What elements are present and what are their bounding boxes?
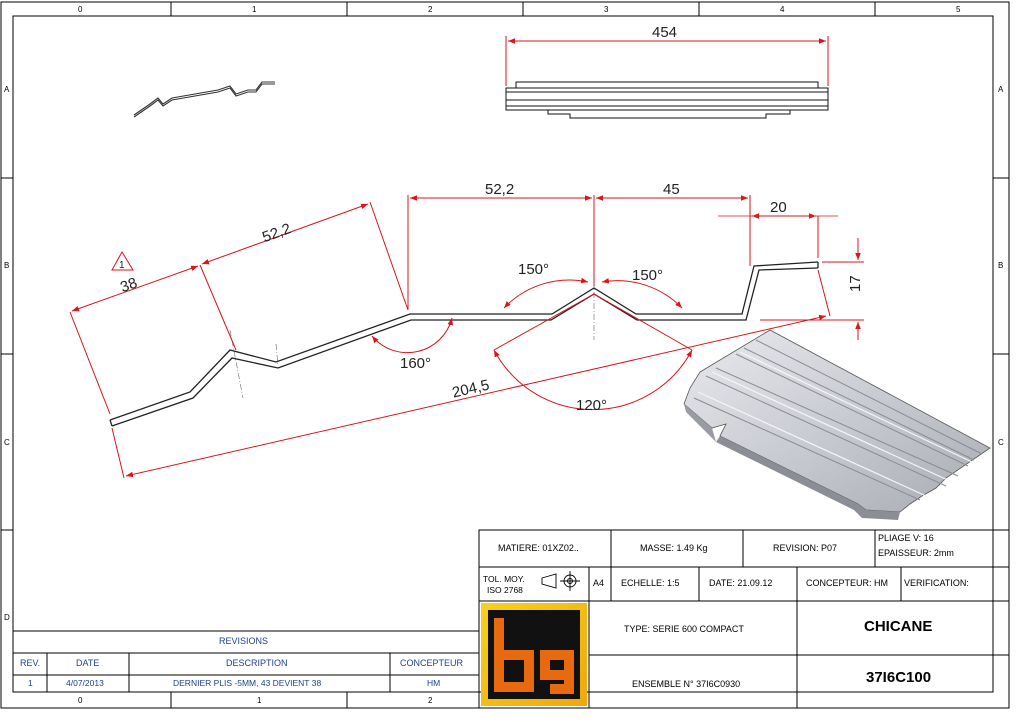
row-label-a-left: A [4, 85, 10, 94]
rev-row-designer: HM [427, 678, 441, 688]
col-label-3: 3 [604, 5, 609, 14]
bend-field: PLIAGE V: 16 [878, 533, 934, 543]
dim-52-2-left-label: 52,2 [260, 220, 293, 246]
revisions-title: REVISIONS [219, 636, 269, 646]
iso-label: ISO 2768 [487, 585, 523, 595]
col-label-2: 2 [428, 5, 433, 14]
centerlines [229, 270, 595, 399]
row-label-a-right: A [998, 85, 1004, 94]
row-label-c-left: C [4, 438, 10, 447]
bottom-col-label-1: 1 [257, 696, 262, 705]
angle-150-right-label: 150° [632, 267, 663, 284]
revision-field: REVISION: P07 [773, 543, 838, 553]
isometric-3d-view [683, 329, 991, 520]
row-label-b-left: B [4, 261, 9, 270]
tolerance-symbol [541, 571, 580, 591]
title-block-grid [478, 529, 1010, 709]
angle-160-label: 160° [400, 355, 431, 372]
dimension-lines [69, 195, 864, 479]
angle-150-left-label: 150° [518, 261, 549, 278]
date-field: DATE: 21.09.12 [709, 578, 773, 588]
col-label-0: 0 [78, 5, 83, 14]
thickness-field: EPAISSEUR: 2mm [878, 548, 954, 558]
format-label: A4 [593, 578, 605, 588]
dim-454 [505, 36, 829, 86]
col-label-5: 5 [956, 5, 961, 14]
verification-field: VERIFICATION: [904, 578, 969, 588]
part-name: CHICANE [864, 618, 933, 635]
mass-field: MASSE: 1.49 Kg [640, 543, 708, 553]
row-label-c-right: C [998, 438, 1004, 447]
rev-header-rev: REV. [20, 658, 41, 668]
bottom-col-label-0: 0 [78, 696, 83, 705]
dim-204-5-label: 204,5 [451, 377, 491, 402]
row-label-b-right: B [998, 261, 1003, 270]
type-field: TYPE: SERIE 600 COMPACT [624, 624, 744, 634]
dim-45-label: 45 [663, 181, 680, 198]
angle-120-label: 120° [576, 397, 607, 414]
rev-row-description: DERNIER PLIS -5MM, 43 DEVIENT 38 [173, 678, 322, 688]
bottom-col-label-2: 2 [428, 696, 433, 705]
revision-marker-number: 1 [119, 260, 125, 271]
tolerance-label: TOL. MOY. [483, 574, 525, 584]
dim-17-label: 17 [847, 275, 864, 292]
company-logo [481, 603, 587, 706]
part-code: 37I6C100 [866, 669, 932, 686]
rev-row-date: 4/07/2013 [66, 678, 104, 688]
col-label-1: 1 [252, 5, 257, 14]
rev-row-rev: 1 [28, 678, 33, 688]
rev-header-description: DESCRIPTION [226, 658, 288, 668]
dim-52-2-mid-label: 52,2 [485, 181, 514, 198]
top-view [505, 81, 829, 119]
assembly-field: ENSEMBLE N° 37I6C0930 [632, 679, 741, 689]
rev-header-date: DATE [76, 658, 100, 668]
designer-field: CONCEPTEUR: HM [806, 578, 889, 588]
dim-20-label: 20 [770, 199, 787, 216]
scale-field: ECHELLE: 1:5 [621, 578, 680, 588]
col-label-4: 4 [780, 5, 785, 14]
rev-header-designer: CONCEPTEUR [400, 658, 464, 668]
drawing-frame [0, 1, 1010, 709]
dim-38-label: 38 [118, 274, 139, 296]
thumbnail-profile [133, 81, 275, 118]
dim-454-label: 454 [652, 24, 677, 41]
revisions-table-grid [12, 630, 480, 693]
material-field: MATIERE: 01XZ02.. [498, 543, 579, 553]
row-label-d-left: D [4, 613, 10, 622]
